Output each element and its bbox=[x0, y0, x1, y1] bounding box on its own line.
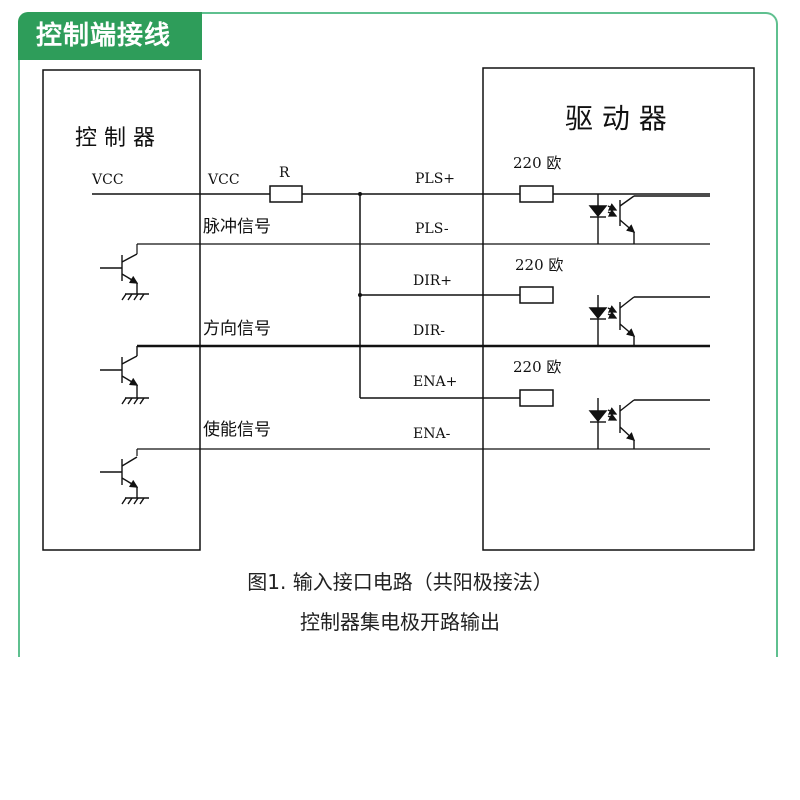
driver-resistor-2 bbox=[519, 286, 554, 304]
terminal-dir-plus: DIR+ bbox=[413, 273, 452, 289]
driver-resistor-3-label: 220 欧 bbox=[513, 358, 561, 376]
controller-box bbox=[42, 69, 201, 551]
junction-dot bbox=[358, 293, 362, 297]
controller-transistor-direction bbox=[100, 346, 149, 405]
controller-vcc-label: VCC bbox=[91, 172, 124, 188]
terminal-pls-plus: PLS+ bbox=[415, 171, 455, 187]
controller-title: 控 制 器 bbox=[75, 126, 155, 151]
terminal-dir-minus: DIR- bbox=[413, 323, 445, 339]
resistor-r-label: R bbox=[279, 165, 290, 181]
driver-resistor-1 bbox=[519, 185, 554, 203]
resistor-r bbox=[269, 185, 303, 203]
optocoupler-enable bbox=[588, 398, 710, 449]
driver-title: 驱 动 器 bbox=[565, 102, 667, 135]
controller-transistor-enable bbox=[100, 456, 149, 505]
terminal-ena-minus: ENA- bbox=[413, 426, 451, 442]
signal-pulse-label: 脉冲信号 bbox=[203, 217, 271, 237]
signal-direction-label: 方向信号 bbox=[203, 319, 271, 339]
optocoupler-pulse bbox=[588, 194, 710, 244]
driver-resistor-2-label: 220 欧 bbox=[515, 256, 563, 274]
content-frame bbox=[18, 12, 778, 657]
page-title: 控制端接线 bbox=[36, 21, 172, 51]
signal-enable-label: 使能信号 bbox=[203, 419, 271, 440]
optocoupler-direction bbox=[588, 295, 710, 346]
signal-lines bbox=[136, 243, 710, 456]
header-tab bbox=[18, 12, 202, 60]
vcc-label: VCC bbox=[207, 172, 240, 188]
terminal-ena-plus: ENA+ bbox=[413, 374, 457, 390]
caption-line-2: 控制器集电极开路输出 bbox=[300, 610, 500, 634]
driver-resistor-3 bbox=[519, 389, 554, 407]
caption-line-1: 图1. 输入接口电路（共阳极接法） bbox=[247, 570, 553, 594]
driver-resistor-1-label: 220 欧 bbox=[513, 154, 561, 172]
controller-transistor-pulse bbox=[100, 253, 149, 301]
terminal-pls-minus: PLS- bbox=[415, 221, 449, 237]
junction-dot bbox=[358, 192, 362, 196]
driver-box bbox=[482, 67, 755, 551]
